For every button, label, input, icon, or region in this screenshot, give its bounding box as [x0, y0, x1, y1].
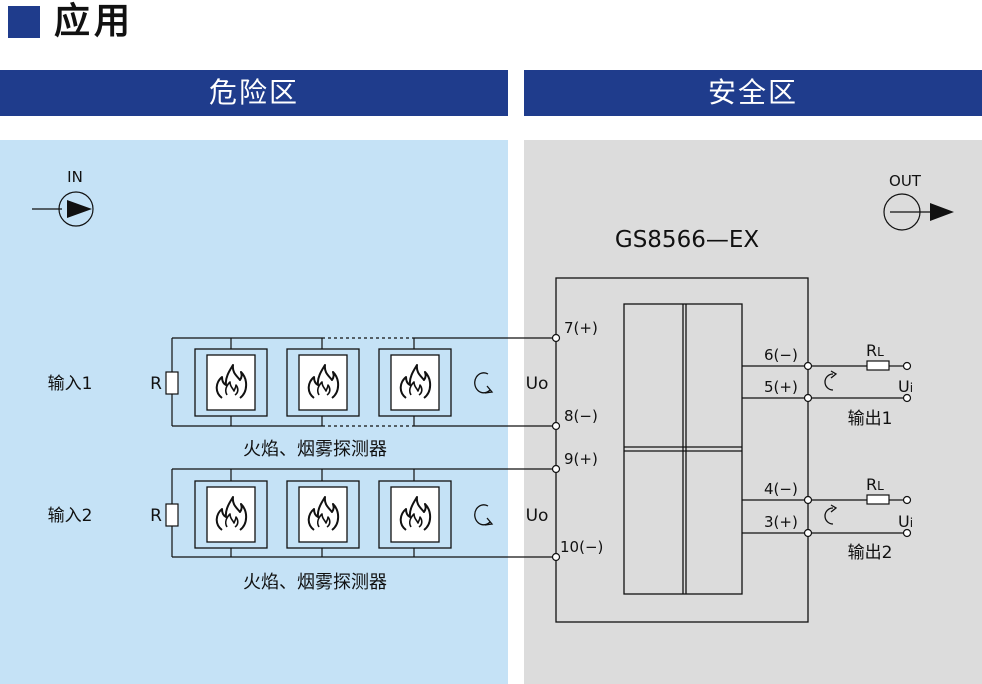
device-name: GS8566—EX: [615, 227, 759, 253]
output-2-terminal-neg: 4(−): [764, 480, 798, 498]
terminal-dot: [551, 333, 561, 343]
terminal-dot: [803, 495, 813, 505]
input-2-resistor-label: R: [150, 506, 162, 526]
input-resistor: [165, 371, 179, 395]
hazard-zone-area: [0, 140, 508, 684]
in-symbol: IN: [32, 168, 94, 227]
input-channel-2: [165, 464, 561, 562]
terminal-dot: [902, 361, 912, 371]
output-channel-2: [742, 494, 912, 538]
output-1-label: 输出1: [848, 409, 893, 429]
title-marker: [8, 6, 40, 38]
terminal-dot: [803, 393, 813, 403]
out-label: OUT: [889, 172, 922, 190]
terminal-dot: [551, 464, 561, 474]
load-resistor: [866, 494, 890, 505]
output-2-label: 输出2: [848, 543, 893, 563]
terminal-dot: [902, 528, 912, 538]
input-2-terminal-pos: 9(+): [564, 450, 598, 468]
safe-zone-header: 安全区: [524, 70, 982, 116]
terminal-dot: [803, 528, 813, 538]
current-loop-icon: [824, 373, 834, 391]
input-2-label: 输入2: [48, 506, 93, 526]
input-1-terminal-neg: 8(−): [564, 407, 598, 425]
input-1-voltage: Uo: [526, 374, 549, 394]
arrow-right-icon: [930, 203, 954, 221]
input-resistor: [165, 503, 179, 527]
page-title: 应用: [54, 1, 135, 42]
terminal-dot: [551, 421, 561, 431]
output-2-load-label: RL: [866, 475, 884, 494]
output-1-terminal-neg: 6(−): [764, 346, 798, 364]
terminal-dot: [803, 361, 813, 371]
device-frame: [555, 277, 809, 623]
terminal-dot: [902, 393, 912, 403]
safe-zone-area: [524, 140, 982, 684]
output-2-terminal-pos: 3(+): [764, 513, 798, 531]
hazard-zone-header: 危险区: [0, 70, 508, 116]
load-resistor: [866, 360, 890, 371]
current-loop-icon: [824, 507, 834, 525]
current-loop-icon: [474, 504, 491, 526]
input-channel-1: [165, 333, 561, 431]
output-2-voltage: Ui: [898, 512, 913, 531]
input-2-terminal-neg: 10(−): [560, 538, 603, 556]
in-label: IN: [67, 168, 83, 186]
input-1-detector-caption: 火焰、烟雾探测器: [243, 439, 387, 460]
input-1-label: 输入1: [48, 374, 93, 394]
arrow-right-icon: [67, 200, 92, 218]
terminal-dot: [551, 552, 561, 562]
output-channel-1: [742, 360, 912, 403]
input-2-detector-caption: 火焰、烟雾探测器: [243, 572, 387, 593]
output-1-voltage: Ui: [898, 377, 913, 396]
current-loop-icon: [474, 372, 491, 394]
input-2-voltage: Uo: [526, 506, 549, 526]
out-symbol: OUT: [883, 172, 954, 231]
output-1-terminal-pos: 5(+): [764, 378, 798, 396]
output-1-load-label: RL: [866, 341, 884, 360]
input-1-resistor-label: R: [150, 374, 162, 394]
input-1-terminal-pos: 7(+): [564, 319, 598, 337]
terminal-dot: [902, 495, 912, 505]
